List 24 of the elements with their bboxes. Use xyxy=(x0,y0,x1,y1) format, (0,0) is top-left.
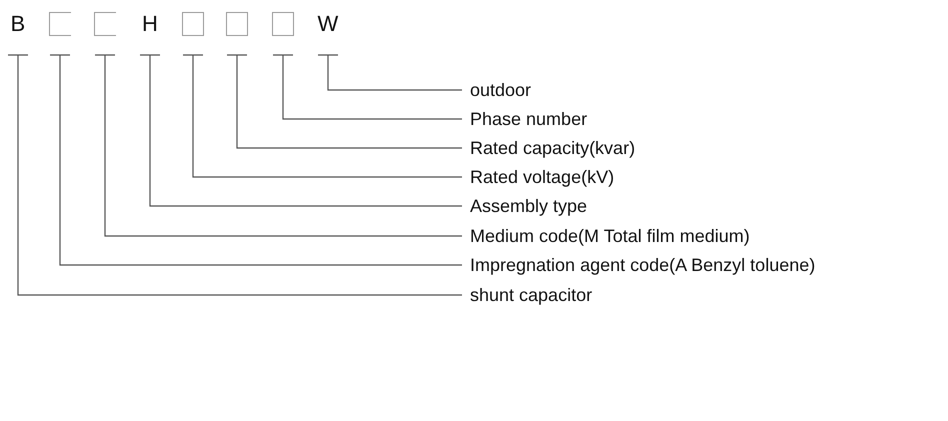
leader-line xyxy=(49,54,463,266)
description-text: shunt capacitor xyxy=(470,286,592,304)
code-letter: W xyxy=(318,13,338,35)
leader-line xyxy=(139,54,463,207)
leader-line xyxy=(317,54,463,91)
description-text: Assembly type xyxy=(470,197,588,215)
code-box xyxy=(94,12,116,36)
code-box xyxy=(272,12,294,36)
description-text: Rated voltage(kV) xyxy=(470,168,614,186)
description-text: Phase number xyxy=(470,110,588,128)
leader-line xyxy=(7,54,463,296)
leader-line xyxy=(226,54,463,149)
description-text: Impregnation agent code(A Benzyl toluene) xyxy=(470,256,816,274)
leader-line xyxy=(182,54,463,178)
leader-line xyxy=(272,54,463,120)
code-box xyxy=(226,12,248,36)
code-box xyxy=(182,12,204,36)
description-text: Medium code(M Total film medium) xyxy=(470,227,750,245)
leader-line xyxy=(94,54,463,237)
code-letter: B xyxy=(10,13,26,35)
description-text: outdoor xyxy=(470,81,532,99)
description-text: Rated capacity(kvar) xyxy=(470,139,636,157)
code-box xyxy=(49,12,71,36)
code-letter: H xyxy=(142,13,158,35)
